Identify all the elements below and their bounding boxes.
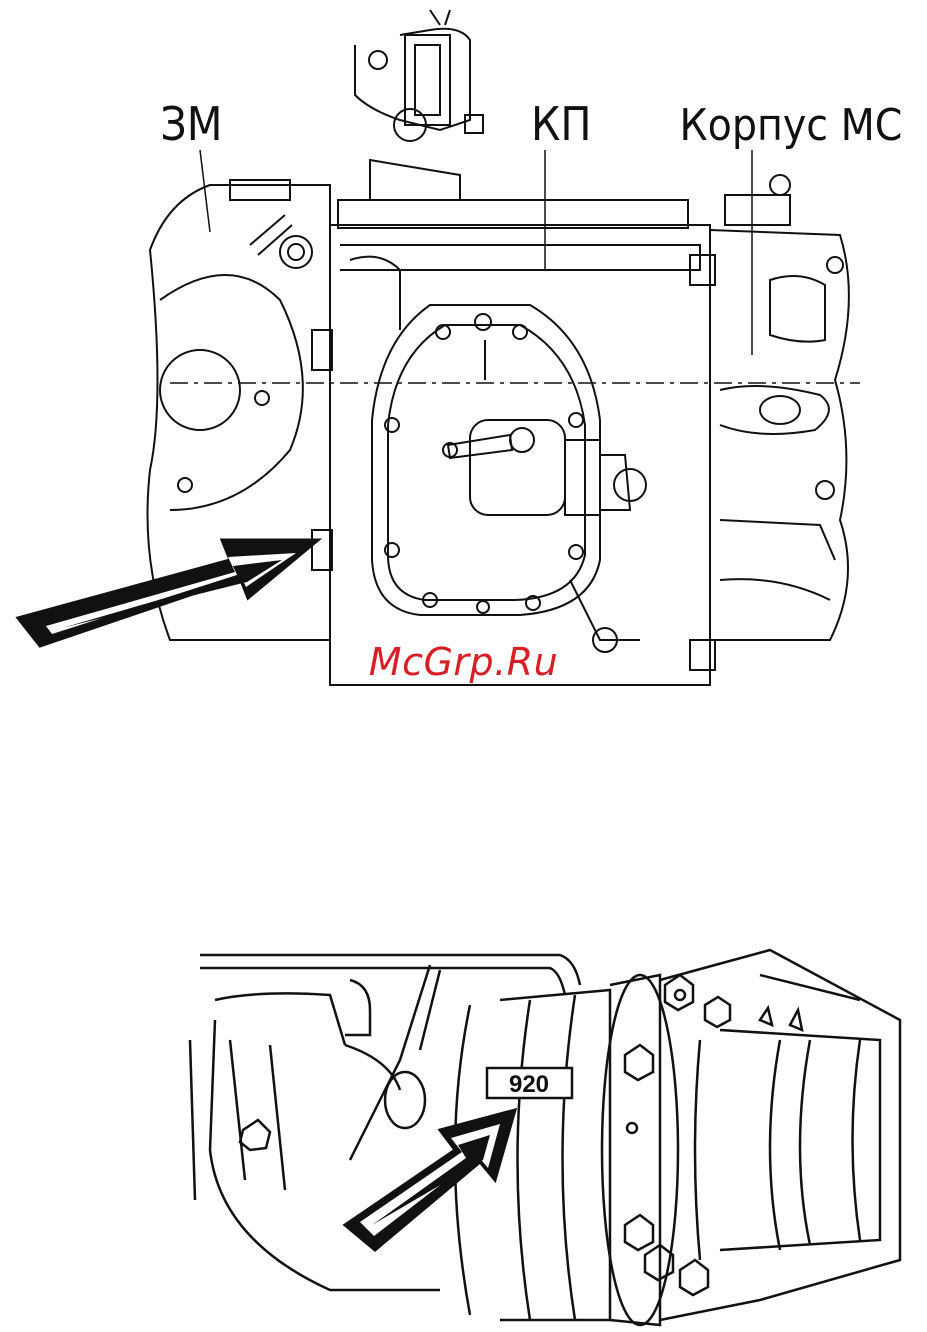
serial-tag-number: 920 <box>509 1071 549 1098</box>
